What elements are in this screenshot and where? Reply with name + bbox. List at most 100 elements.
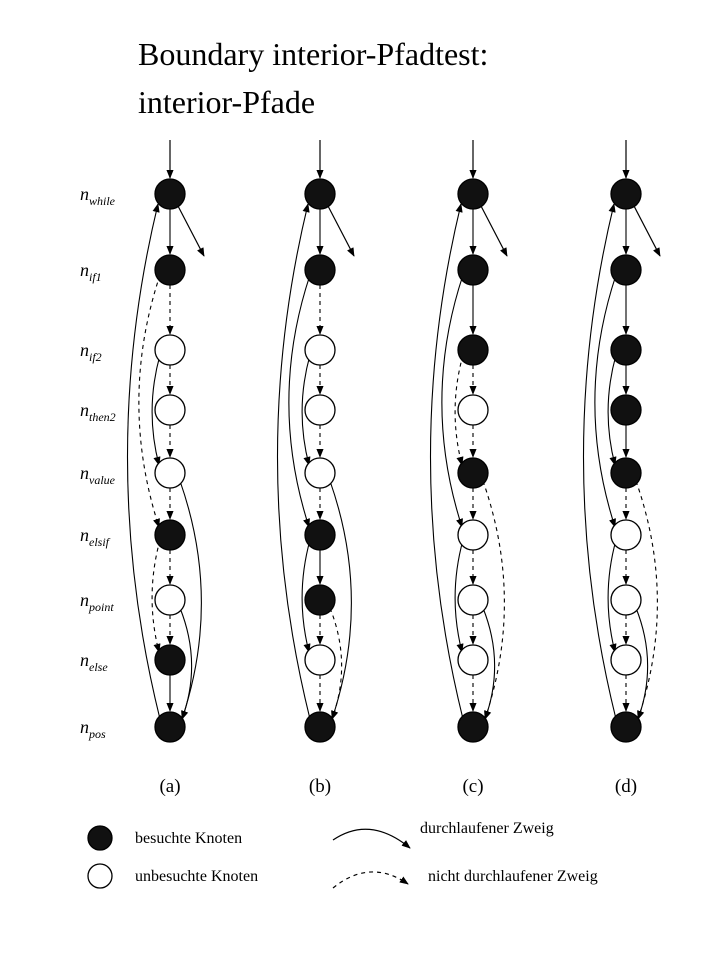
- node-pos-visited: [154, 711, 186, 743]
- panels: (a) (b) (c) (d): [126, 140, 661, 797]
- node-label-point: npoint: [80, 590, 114, 614]
- node-else-visited: [154, 644, 186, 676]
- exit-edge: [633, 205, 661, 257]
- node-label-sub: elsif: [89, 535, 111, 549]
- panel-caption: (c): [462, 776, 483, 797]
- node-label-sub: while: [89, 194, 116, 208]
- exit-edge: [177, 205, 205, 257]
- back-edge-pos-while: [582, 203, 617, 720]
- edge-elsif-else: [454, 539, 464, 653]
- edge-elsif-else: [151, 539, 161, 653]
- edge-if1-elsif: [138, 274, 161, 528]
- node-label-base: n: [80, 717, 89, 737]
- node-label-while: nwhile: [80, 184, 116, 208]
- node-elsif-visited: [304, 519, 336, 551]
- node-if1-visited: [304, 254, 336, 286]
- node-label-if1: nif1: [80, 260, 102, 284]
- node-if2-visited: [610, 334, 642, 366]
- exit-edge: [327, 205, 355, 257]
- node-label-base: n: [80, 463, 89, 483]
- node-point-visited: [304, 584, 336, 616]
- legend-visited-label: besuchte Knoten: [135, 830, 242, 847]
- node-point-unvisited: [610, 584, 642, 616]
- node-label-sub: then2: [89, 410, 116, 424]
- panel-d: (d): [582, 140, 661, 797]
- node-label-sub: value: [89, 473, 116, 487]
- node-label-column: nwhilenif1nif2nthen2nvaluenelsifnpointne…: [80, 184, 116, 741]
- node-point-unvisited: [154, 584, 186, 616]
- edge-if2-value: [301, 354, 311, 466]
- node-then2-unvisited: [304, 394, 336, 426]
- node-value-visited: [457, 457, 489, 489]
- legend: besuchte Knoten unbesuchte Knoten durchl…: [87, 820, 598, 889]
- node-label-base: n: [80, 590, 89, 610]
- back-edge-pos-while: [126, 203, 161, 720]
- node-then2-unvisited: [457, 394, 489, 426]
- edge-if1-elsif: [288, 274, 311, 528]
- node-label-sub: else: [89, 660, 108, 674]
- node-label-base: n: [80, 340, 89, 360]
- node-value-visited: [610, 457, 642, 489]
- node-label-if2: nif2: [80, 340, 102, 364]
- node-if1-visited: [154, 254, 186, 286]
- node-label-base: n: [80, 260, 89, 280]
- node-pos-visited: [457, 711, 489, 743]
- edge-value-pos: [482, 480, 505, 720]
- legend-not-taken-branch-arrow: [332, 871, 409, 889]
- node-else-unvisited: [304, 644, 336, 676]
- node-if2-unvisited: [154, 334, 186, 366]
- node-label-base: n: [80, 650, 89, 670]
- node-pos-visited: [304, 711, 336, 743]
- node-label-base: n: [80, 400, 89, 420]
- node-elsif-unvisited: [610, 519, 642, 551]
- edge-if1-elsif: [594, 274, 617, 528]
- edge-value-pos: [329, 480, 352, 720]
- node-label-elsif: nelsif: [80, 525, 111, 549]
- edge-value-pos: [179, 480, 202, 720]
- panel-caption: (b): [309, 776, 331, 797]
- node-elsif-unvisited: [457, 519, 489, 551]
- node-else-unvisited: [457, 644, 489, 676]
- node-while-visited: [154, 178, 186, 210]
- title-line-2: interior-Pfade: [138, 84, 316, 120]
- edge-point-pos: [482, 607, 496, 720]
- edge-point-pos: [179, 607, 193, 720]
- node-elsif-visited: [154, 519, 186, 551]
- slide-title: Boundary interior-Pfadtest: interior-Pfa…: [138, 30, 698, 126]
- panel-caption: (d): [615, 776, 637, 797]
- node-value-unvisited: [304, 457, 336, 489]
- node-point-unvisited: [457, 584, 489, 616]
- panel-a: (a): [126, 140, 205, 797]
- node-label-base: n: [80, 525, 89, 545]
- node-label-base: n: [80, 184, 89, 204]
- back-edge-pos-while: [276, 203, 311, 720]
- edge-elsif-else: [607, 539, 617, 653]
- node-label-sub: point: [88, 600, 114, 614]
- edge-elsif-else: [301, 539, 311, 653]
- node-pos-visited: [610, 711, 642, 743]
- edge-if2-value: [151, 354, 161, 466]
- node-label-sub: if1: [89, 270, 102, 284]
- edge-point-pos: [635, 607, 649, 720]
- edge-if2-value: [454, 354, 464, 466]
- panel-c: (c): [429, 140, 508, 797]
- edge-if2-value: [607, 354, 617, 466]
- back-edge-pos-while: [429, 203, 464, 720]
- node-if1-visited: [457, 254, 489, 286]
- node-label-pos: npos: [80, 717, 106, 741]
- edge-point-pos: [329, 607, 343, 720]
- title-line-1: Boundary interior-Pfadtest:: [138, 36, 489, 72]
- edge-value-pos: [635, 480, 658, 720]
- edge-if1-elsif: [441, 274, 464, 528]
- node-label-then2: nthen2: [80, 400, 116, 424]
- node-while-visited: [610, 178, 642, 210]
- panel-caption: (a): [159, 776, 180, 797]
- panel-b: (b): [276, 140, 355, 797]
- node-if2-visited: [457, 334, 489, 366]
- node-label-value: nvalue: [80, 463, 116, 487]
- node-while-visited: [457, 178, 489, 210]
- legend-unvisited-label: unbesuchte Knoten: [135, 868, 258, 885]
- legend-unvisited-node-icon: [87, 863, 113, 889]
- legend-taken-branch-arrow: [332, 828, 411, 849]
